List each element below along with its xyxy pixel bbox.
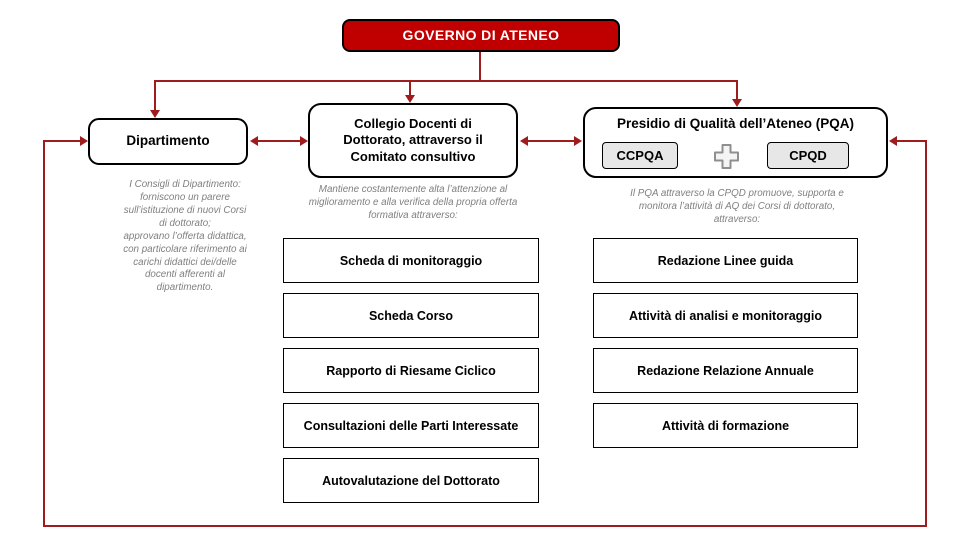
- connector-governo-stem: [479, 52, 481, 80]
- node-governo-ateneo: GOVERNO DI ATENEO: [342, 19, 620, 52]
- node-ccpqa: CCPQA: [602, 142, 678, 169]
- arrow-left-dipartimento-icon: [250, 136, 258, 146]
- arrow-into-pqa-icon: [889, 136, 897, 146]
- node-dipartimento-label: Dipartimento: [126, 133, 210, 149]
- arrow-down-dipartimento-icon: [150, 110, 160, 118]
- collegio-item-box: Scheda Corso: [283, 293, 539, 338]
- collegio-item-box: Autovalutazione del Dottorato: [283, 458, 539, 503]
- node-cpqd-label: CPQD: [789, 148, 827, 163]
- arrow-right-pqa-icon: [574, 136, 582, 146]
- collegio-item-box: Consultazioni delle Parti Interessate: [283, 403, 539, 448]
- connector-loop-left: [43, 140, 45, 527]
- node-governo-label: GOVERNO DI ATENEO: [402, 26, 560, 43]
- node-pqa: Presidio di Qualità dell’Ateneo (PQA) CC…: [583, 107, 888, 178]
- collegio-item-box: Scheda di monitoraggio: [283, 238, 539, 283]
- arrow-into-dipartimento-icon: [80, 136, 88, 146]
- connector-loop-left-arm: [44, 140, 81, 142]
- connector-down-pqa: [736, 80, 738, 100]
- node-pqa-label: Presidio di Qualità dell’Ateneo (PQA): [616, 116, 855, 131]
- connector-dipartimento-collegio: [257, 140, 301, 142]
- node-dipartimento: Dipartimento: [88, 118, 248, 165]
- arrow-right-collegio-icon: [300, 136, 308, 146]
- connector-collegio-pqa: [527, 140, 575, 142]
- node-cpqd: CPQD: [767, 142, 849, 169]
- connector-down-collegio: [409, 80, 411, 96]
- arrow-down-pqa-icon: [732, 99, 742, 107]
- collegio-item-box: Rapporto di Riesame Ciclico: [283, 348, 539, 393]
- node-ccpqa-label: CCPQA: [616, 148, 664, 163]
- dipartimento-description: I Consigli di Dipartimento: forniscono u…: [123, 179, 247, 294]
- arrow-down-collegio-icon: [405, 95, 415, 103]
- arrow-left-collegio-icon: [520, 136, 528, 146]
- pqa-item-box: Attività di analisi e monitoraggio: [593, 293, 858, 338]
- connector-loop-right: [925, 140, 927, 527]
- plus-icon: [711, 141, 741, 171]
- node-collegio-label: Collegio Docenti di Dottorato, attravers…: [343, 116, 483, 164]
- pqa-item-box: Attività di formazione: [593, 403, 858, 448]
- connector-down-dipartimento: [154, 80, 156, 111]
- pqa-item-box: Redazione Relazione Annuale: [593, 348, 858, 393]
- collegio-description: Mantiene costantemente alta l’attenzione…: [308, 184, 518, 221]
- connector-loop-bottom: [43, 525, 927, 527]
- node-collegio-docenti: Collegio Docenti di Dottorato, attravers…: [308, 103, 518, 178]
- pqa-item-box: Redazione Linee guida: [593, 238, 858, 283]
- connector-governo-branch: [154, 80, 738, 82]
- pqa-description: Il PQA attraverso la CPQD promuove, supp…: [630, 188, 844, 225]
- connector-loop-right-arm: [897, 140, 927, 142]
